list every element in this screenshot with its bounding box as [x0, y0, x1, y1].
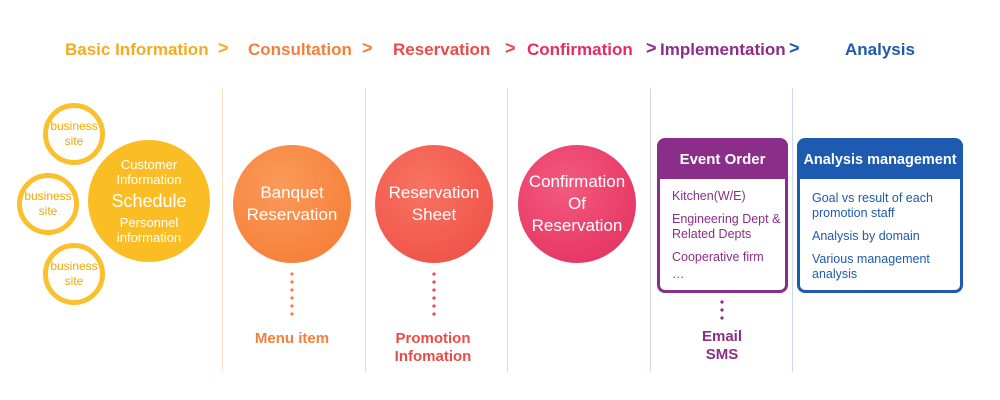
divider [507, 88, 508, 372]
stage-title-basic-information: Basic Information [65, 40, 209, 59]
confirmation-of-reservation-circle: Confirmation Of Reservation [518, 145, 636, 263]
chevron-right-icon: > [505, 38, 516, 58]
schedule-circle: Customer Information Schedule Personnel … [88, 140, 210, 262]
analysis-item: Analysis by domain [812, 229, 920, 243]
reservation-sheet-circle: Reservation Sheet [375, 145, 493, 263]
promotion-information-label: Promotion Infomation [394, 330, 472, 365]
schedule-label: Schedule [111, 191, 187, 211]
business-site-label: business site [50, 259, 98, 288]
event-order-item: Engineering Dept & Related Depts [672, 212, 781, 241]
chevron-right-icon: > [646, 38, 657, 58]
analysis-management-title: Analysis management [800, 141, 960, 179]
analysis-item: Goal vs result of each promotion staff [812, 191, 933, 220]
dotted-connector [720, 298, 724, 322]
divider [365, 88, 366, 372]
divider [222, 88, 223, 372]
personnel-information-label: Personnel information [116, 215, 182, 245]
business-site-circle: business site [43, 243, 105, 305]
customer-information-label: Customer Information [116, 157, 182, 187]
chevron-right-icon: > [362, 38, 373, 58]
event-order-item: … [672, 267, 685, 281]
banquet-reservation-label: Banquet Reservation [246, 183, 338, 224]
stage-title-analysis: Analysis [845, 40, 915, 59]
business-site-circle: business site [43, 103, 105, 165]
menu-item-label: Menu item [254, 330, 330, 347]
business-site-label: business site [24, 189, 72, 218]
reservation-sheet-label: Reservation Sheet [388, 183, 480, 224]
divider [650, 88, 651, 372]
event-order-item: Cooperative firm [672, 250, 764, 264]
email-sms-label: Email SMS [701, 328, 743, 363]
stage-title-confirmation: Confirmation [527, 40, 633, 59]
dotted-connector [432, 270, 436, 318]
stage-title-reservation: Reservation [393, 40, 491, 59]
business-site-circle: business site [17, 173, 79, 235]
event-order-title: Event Order [660, 141, 785, 179]
event-order-box: Event Order Kitchen(W/E) Engineering Dep… [657, 138, 788, 293]
divider [792, 88, 793, 372]
confirmation-of-reservation-label: Confirmation Of Reservation [528, 172, 626, 235]
stage-title-consultation: Consultation [248, 40, 352, 59]
chevron-right-icon: > [218, 38, 229, 58]
chevron-right-icon: > [789, 38, 800, 58]
stage-title-implementation: Implementation [660, 40, 786, 59]
event-order-item: Kitchen(W/E) [672, 189, 746, 203]
analysis-item: Various management analysis [812, 252, 930, 281]
analysis-management-box: Analysis management Goal vs result of ea… [797, 138, 963, 293]
dotted-connector [290, 270, 294, 318]
banquet-reservation-circle: Banquet Reservation [233, 145, 351, 263]
business-site-label: business site [50, 119, 98, 148]
